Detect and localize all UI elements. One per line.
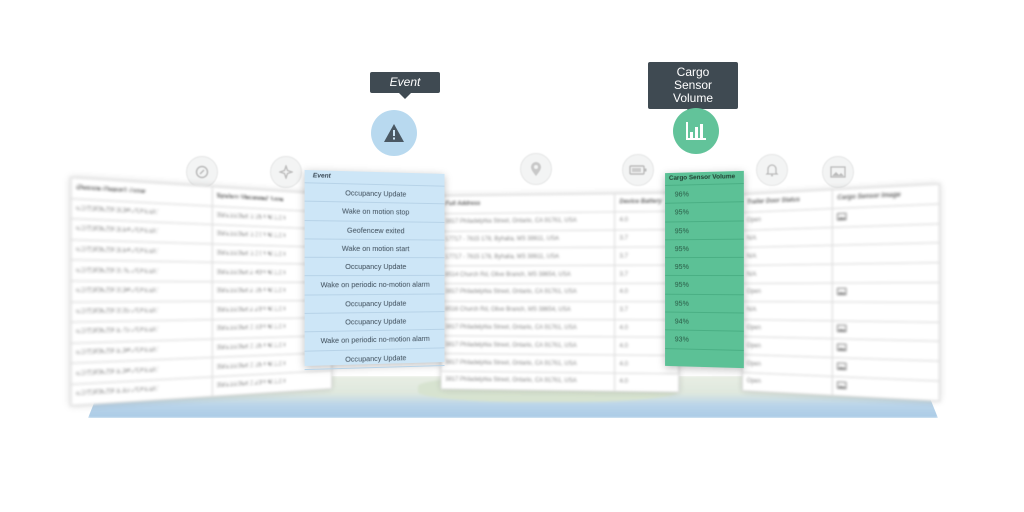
table-cell: N/A [742,227,832,248]
cargo-volume-cell: 95% [665,276,744,295]
cargo-volume-column: Cargo Sensor Volume 96%95%95%95%95%95%95… [665,171,744,368]
table-row: 3817 Philadelphia Street, Ontario, CA 91… [441,319,679,338]
clock-icon [186,156,218,188]
event-row: Occupancy Update [305,294,445,314]
cargo-volume-cell: 95% [665,240,744,259]
table-row: N/A [742,263,939,284]
table-row: 3817 Philadelphia Street, Ontario, CA 91… [441,371,679,392]
event-column: Event Occupancy UpdateWake on motion sto… [305,170,445,366]
table-cell: 3817 Philadelphia Street, Ontario, CA 91… [441,336,615,355]
table-row: 3817 Philadelphia Street, Ontario, CA 91… [441,211,679,231]
bell-icon [756,154,788,186]
column-header: Full Address [441,194,615,214]
table-cell: 3817 Philadelphia Street, Ontario, CA 91… [441,212,615,231]
event-row: Wake on motion start [305,239,445,258]
image-icon [837,216,847,223]
table-cell: 17717 - 7615 178, Byhalia, MS 38611, USA [441,248,615,267]
table-cell: 17717 - 7615 178, Byhalia, MS 38611, USA [441,230,615,249]
event-row: Occupancy Update [305,348,445,370]
table-cell: 3817 Philadelphia Street, Ontario, CA 91… [441,371,615,391]
table-cell: Open [742,283,832,302]
cargo-volume-cell: 95% [665,221,744,240]
table-row: 03/13/2018 2:34 PM EDT03/13/2018 2:35 PM… [71,281,332,302]
cargo-volume-cell: 93% [665,331,744,351]
table-cell: 8514 Church Rd, Olive Branch, MS 38654, … [441,265,615,283]
image-icon [822,156,854,188]
table-cell: 4.0 [615,373,679,392]
cargo-volume-cell: 96% [665,184,744,204]
cargo-volume-cell: 95% [665,294,744,313]
warning-icon [371,110,417,156]
table-row: 03/13/2018 2:40 PM EDT03/13/2018 2:40 PM… [71,260,332,282]
event-row: Wake on periodic no-motion alarm [305,276,445,295]
cargo-volume-cell: 95% [665,258,744,277]
table-row: Open [742,283,939,303]
device-time-table: Device Report Time System Received Time … [70,177,332,406]
table-cell [833,283,940,303]
bar-chart-icon [673,108,719,154]
table-cell [833,302,940,322]
table-cell: 03/13/2018 3:14 PM EDT [71,240,212,263]
event-row: Occupancy Update [305,258,445,277]
table-cell: N/A [742,301,832,320]
image-icon [837,347,847,354]
table-row: 17717 - 7615 178, Byhalia, MS 38611, USA… [441,247,679,266]
table-cell [833,320,940,341]
table-cell: 03/13/2018 2:29 PM EDT [71,301,212,323]
table-cell: 03/13/2018 2:34 PM EDT [71,281,212,302]
table-row: 3817 Philadelphia Street, Ontario, CA 91… [441,283,679,301]
event-row: Geofencew exited [305,221,445,241]
location-pin-icon [520,153,552,185]
table-cell [833,223,940,245]
image-icon [837,291,847,297]
table-row: 8516 Church Rd, Olive Branch, MS 38654, … [441,301,679,319]
table-cell: 03/13/2018 2:40 PM EDT [71,260,212,282]
table-cell: 3817 Philadelphia Street, Ontario, CA 91… [441,283,615,301]
cargo-volume-cell: 95% [665,203,744,223]
table-cell: N/A [742,246,832,266]
table-cell [833,243,940,264]
table-cell: 3817 Philadelphia Street, Ontario, CA 91… [441,354,615,373]
table-row: 3817 Philadelphia Street, Ontario, CA 91… [441,336,679,355]
table-row: 17717 - 7615 178, Byhalia, MS 38611, USA… [441,229,679,248]
table-cell [833,263,940,283]
image-icon [837,366,847,373]
address-table: Full Address Device Battery 3817 Philade… [440,192,679,392]
table-cell: 8516 Church Rd, Olive Branch, MS 38654, … [441,301,615,319]
image-icon [837,384,847,391]
table-cell: 3817 Philadelphia Street, Ontario, CA 91… [441,319,615,338]
image-icon [837,328,847,335]
trailer-door-table: Trailer Door Status Cargo Sensor Image O… [742,183,940,401]
cargo-volume-cell: 94% [665,313,744,333]
table-cell: Open [742,319,832,339]
table-row: 8514 Church Rd, Olive Branch, MS 38654, … [441,265,679,283]
sparkle-icon [270,156,302,188]
cargo-callout: Cargo Sensor Volume [648,62,738,109]
event-callout: Event [370,72,440,93]
table-cell: N/A [742,264,832,283]
event-row: Wake on motion stop [305,202,445,223]
battery-icon [622,154,654,186]
